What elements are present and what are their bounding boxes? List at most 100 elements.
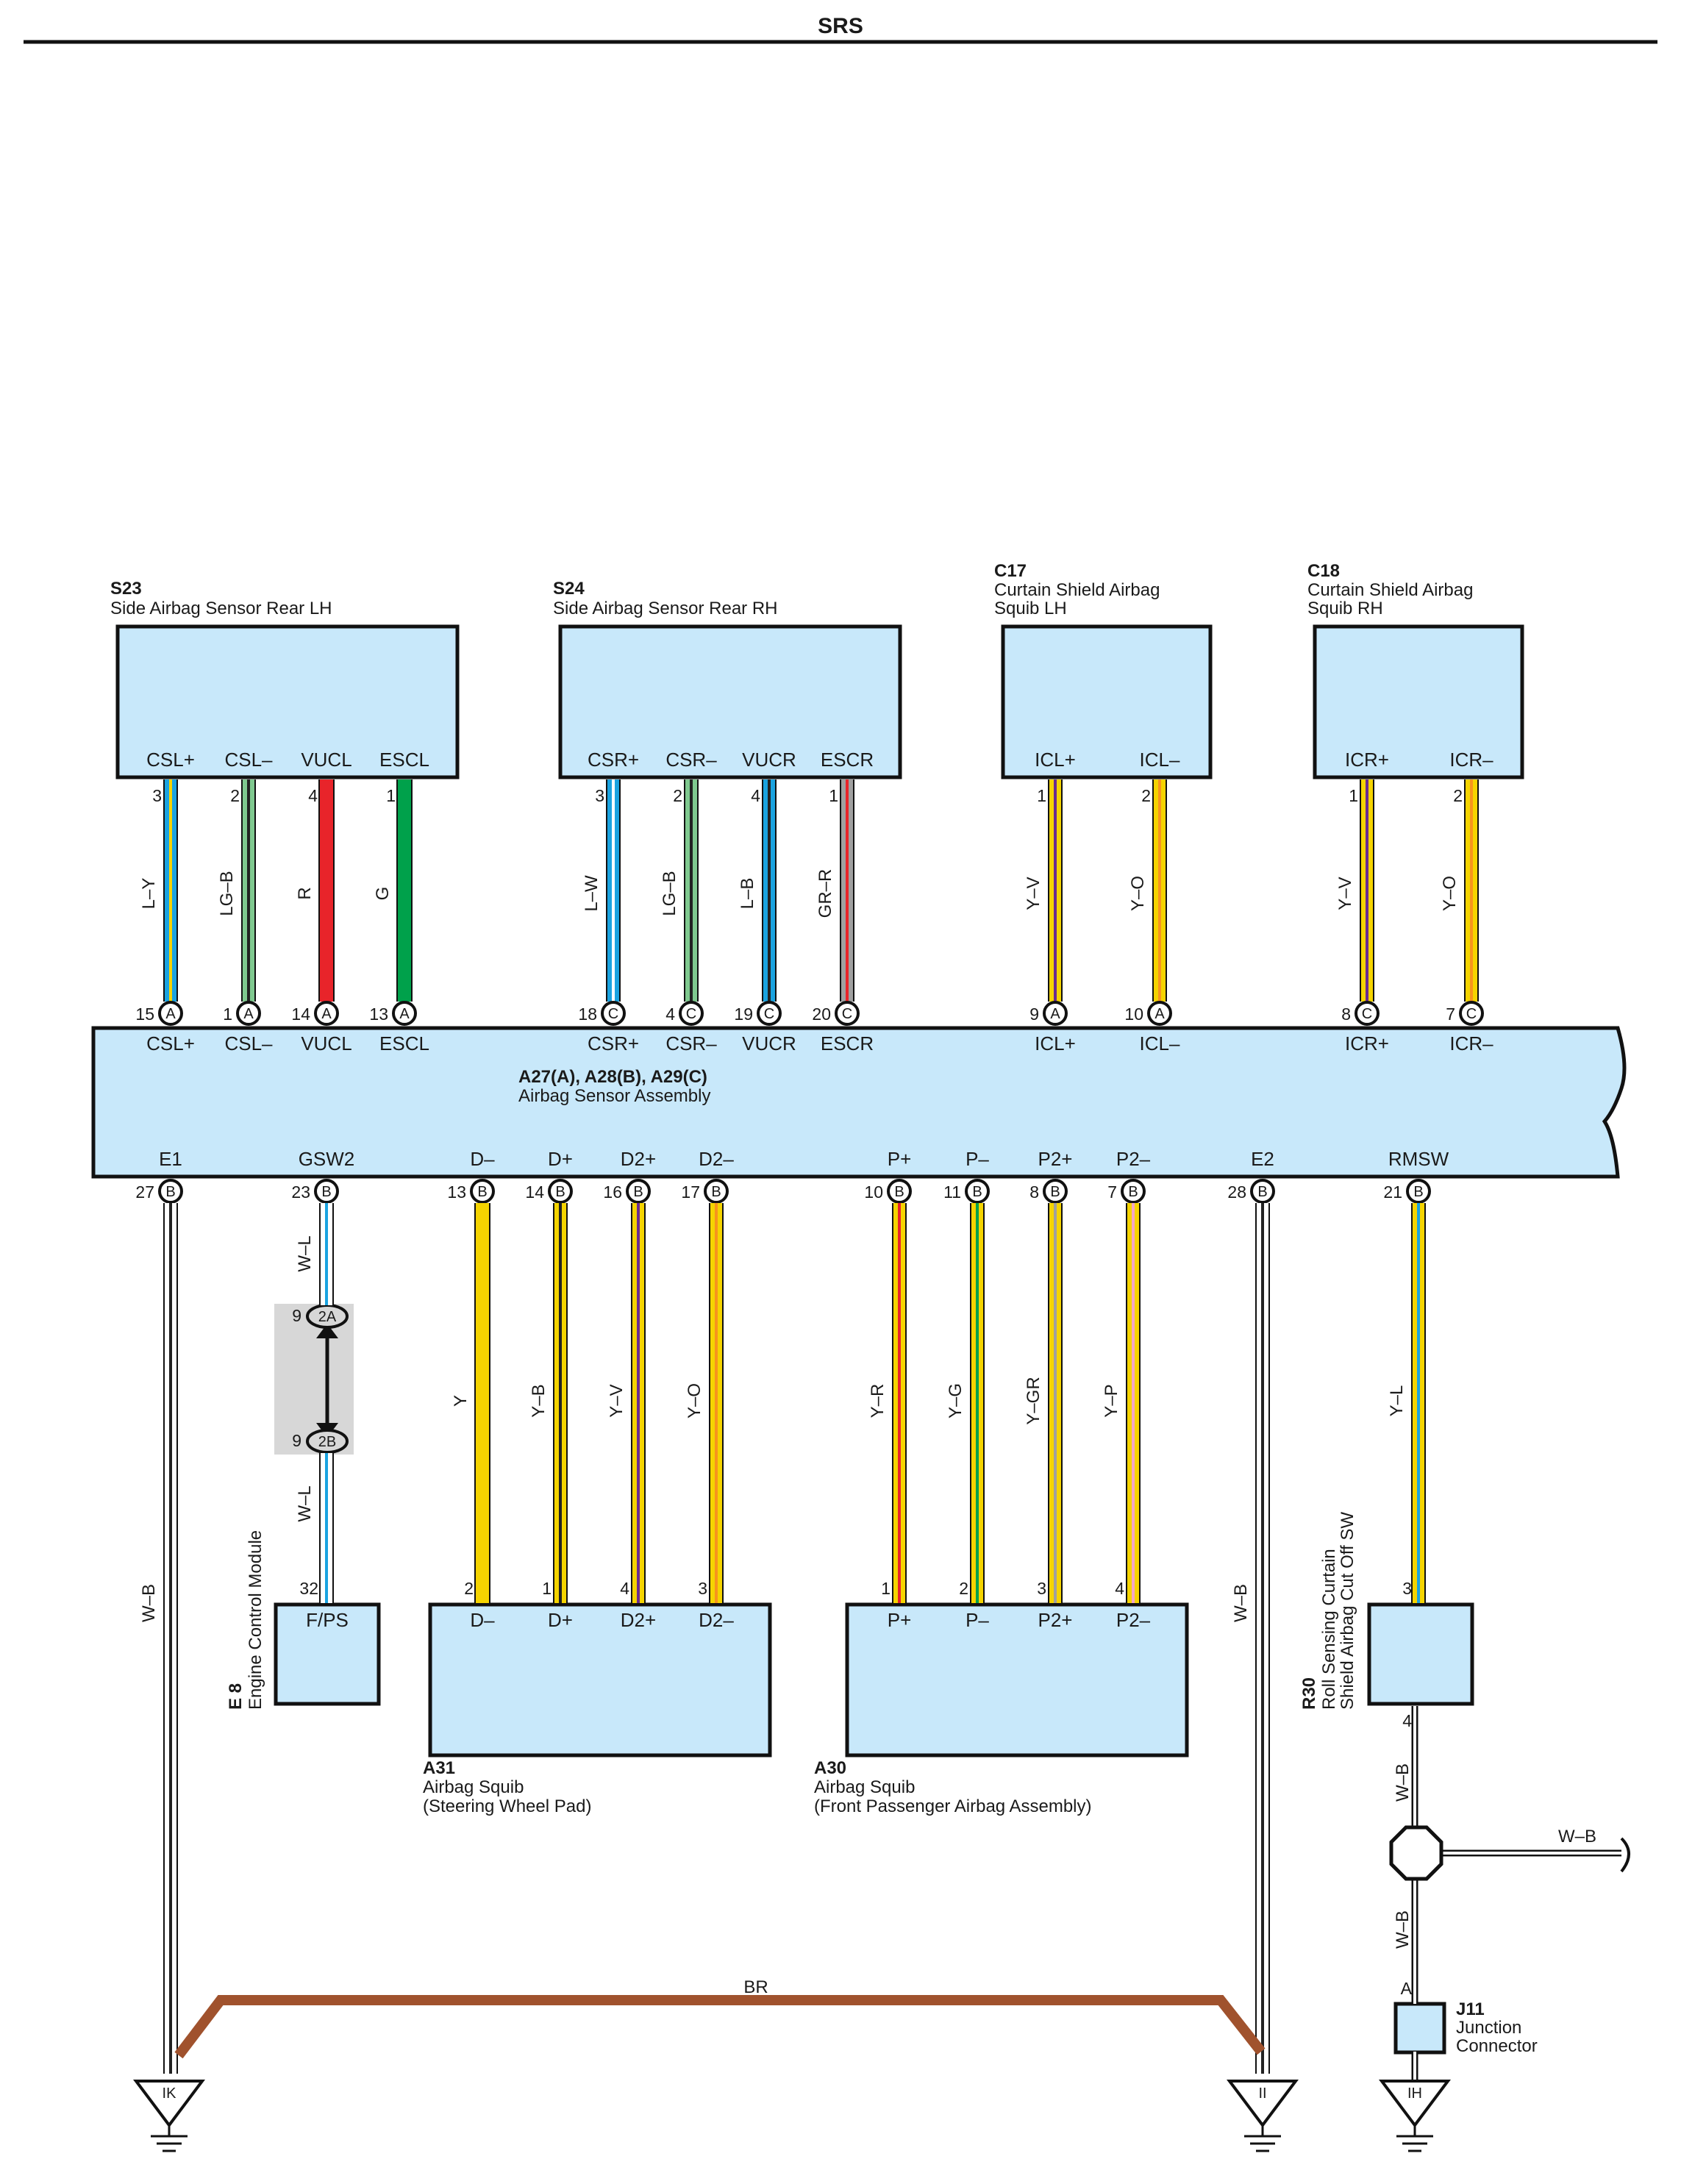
a31-pin-label-1: D+ [548, 1609, 573, 1631]
top-wire-1-color-code: LG–B [217, 871, 237, 916]
a30-pin-label-0: P+ [888, 1609, 912, 1631]
ground-ii: II [1227, 2080, 1299, 2152]
bottom-wire-8-color-code: Y–GR [1024, 1377, 1043, 1424]
e8-code: E 8 [226, 1683, 246, 1710]
top-wire-1-ecu-label: CSL– [224, 1032, 273, 1054]
a31-pin-label-0: D– [470, 1609, 495, 1631]
ground-ih: IH [1379, 2080, 1451, 2152]
c17-code: C17 [994, 561, 1027, 581]
bottom-wire-7-dest-pin: 2 [959, 1579, 968, 1598]
bottom-wire-7-color-code: Y–G [946, 1383, 966, 1418]
bottom-wire-4-conn-letter: B [633, 1184, 643, 1200]
bottom-wire-3-ecu-label: D+ [548, 1148, 573, 1170]
bottom-wire-6-conn-letter: B [894, 1184, 904, 1200]
a31-pin-label-2: D2+ [621, 1609, 656, 1631]
c18-name-line2: Squib RH [1307, 599, 1383, 618]
s24-code: S24 [553, 579, 585, 599]
s23-pin-label-2: VUCL [301, 749, 351, 771]
top-wire-10-color-code: Y–V [1335, 877, 1355, 910]
component-a31: A31 Airbag Squib (Steering Wheel Pad) [423, 1602, 772, 1816]
bottom-wire-10-ecu-pin: 28 [1227, 1182, 1246, 1202]
top-wire-6-sensor-pin: 4 [751, 786, 760, 805]
bottom-wire-5-conn-letter: B [711, 1184, 721, 1200]
top-wire-1-conn-letter: A [243, 1006, 254, 1022]
s24-pin-label-0: CSR+ [588, 749, 639, 771]
component-a30: A30 Airbag Squib (Front Passenger Airbag… [814, 1602, 1189, 1816]
bottom-wire-3-color-code: Y–B [529, 1384, 549, 1417]
s24-name: Side Airbag Sensor Rear RH [553, 599, 777, 618]
top-wire-4-conn-letter: C [608, 1006, 618, 1022]
top-wire-7-ecu-pin: 20 [812, 1004, 831, 1024]
bottom-wire-6-dest-pin: 1 [881, 1579, 891, 1598]
e8-pin-number: 32 [299, 1579, 318, 1598]
bottom-wire-8-ecu-label: P2+ [1038, 1148, 1073, 1170]
a30-name-line1: Airbag Squib [814, 1777, 915, 1797]
top-wire-5-ecu-label: CSR– [665, 1032, 717, 1054]
s23-name: Side Airbag Sensor Rear LH [110, 599, 332, 618]
bottom-wire-9-dest-pin: 4 [1115, 1579, 1124, 1598]
ground-ih-label: IH [1407, 2085, 1422, 2102]
e8-pin-label: F/PS [306, 1609, 349, 1631]
bottom-wire-2-color-code: Y [451, 1395, 471, 1407]
top-wire-4-color-code: L–W [582, 875, 602, 912]
c17-name-line1: Curtain Shield Airbag [994, 580, 1160, 600]
r30-bottom-pin: 4 [1402, 1711, 1412, 1730]
top-wire-8-ecu-pin: 9 [1029, 1004, 1039, 1024]
top-wire-9-color-code: Y–O [1128, 876, 1148, 911]
top-wire-2-ecu-label: VUCL [301, 1032, 351, 1054]
bottom-wire-0-ecu-label: E1 [159, 1148, 182, 1170]
top-wire-0-ecu-label: CSL+ [146, 1032, 195, 1054]
top-wire-5-sensor-pin: 2 [673, 786, 682, 805]
splice-point [1389, 1825, 1443, 1881]
top-wire-1-sensor-pin: 2 [230, 786, 240, 805]
bottom-wire-8-ecu-pin: 8 [1029, 1182, 1039, 1202]
bottom-wire-8-conn-letter: B [1050, 1184, 1060, 1200]
c18-pin-label-1: ICR– [1449, 749, 1493, 771]
e8-name: Engine Control Module [246, 1530, 265, 1710]
top-wire-7-conn-letter: C [842, 1006, 852, 1022]
top-wire-10-sensor-pin: 1 [1349, 786, 1358, 805]
bottom-wire-0-color-code: W–B [139, 1584, 159, 1622]
top-wire-6-conn-letter: C [764, 1006, 774, 1022]
a30-pin-label-3: P2– [1116, 1609, 1151, 1631]
r30-top-pin: 3 [1402, 1579, 1412, 1598]
junction-2a-2b: 2A 2B 9 9 [274, 1304, 354, 1455]
c17-pin-label-0: ICL+ [1035, 749, 1076, 771]
a31-name-line1: Airbag Squib [423, 1777, 524, 1797]
bottom-wire-6-color-code: Y–R [868, 1384, 888, 1418]
top-wire-4-ecu-label: CSR+ [588, 1032, 639, 1054]
bottom-wire-4-dest-pin: 4 [620, 1579, 629, 1598]
r30-name-line1: Roll Sensing Curtain [1319, 1549, 1339, 1710]
bottom-wire-3-conn-ring [548, 1179, 573, 1204]
s24-pin-label-3: ESCR [821, 749, 874, 771]
component-j11: A J11 Junction Connector [1393, 1979, 1538, 2056]
ground-ik: IK [133, 2080, 205, 2152]
a31-name-line2: (Steering Wheel Pad) [423, 1796, 591, 1816]
top-wire-2-ecu-pin: 14 [291, 1004, 310, 1024]
top-wire-9-sensor-pin: 2 [1141, 786, 1151, 805]
bottom-wire-5-color-code: Y–O [685, 1383, 704, 1418]
j11-code: J11 [1456, 1999, 1485, 2019]
s23-pin-label-3: ESCL [379, 749, 429, 771]
a30-pin-label-2: P2+ [1038, 1609, 1073, 1631]
c17-name-line2: Squib LH [994, 599, 1067, 618]
bottom-wire-4-ecu-pin: 16 [603, 1182, 622, 1202]
s23-pin-label-0: CSL+ [146, 749, 195, 771]
component-e8: F/PS 32 E 8 Engine Control Module [226, 1530, 381, 1710]
component-airbag-sensor-assembly: A27(A), A28(B), A29(C) Airbag Sensor Ass… [91, 1026, 1627, 1179]
bottom-wire-0-conn-letter: B [165, 1184, 175, 1200]
r30-down-label: W–B [1393, 1763, 1413, 1802]
bottom-wire-9-color-code: Y–P [1102, 1384, 1121, 1417]
bottom-wire-10-color-code: W–B [1231, 1584, 1251, 1622]
page-title: SRS [818, 14, 863, 38]
bottom-wire-8-dest-pin: 3 [1037, 1579, 1046, 1598]
bottom-wire-7-ecu-label: P– [966, 1148, 989, 1170]
bottom-wire-11-conn-ring [1406, 1179, 1431, 1204]
top-wire-9-conn-ring [1147, 1001, 1172, 1026]
s23-pin-label-1: CSL– [224, 749, 273, 771]
top-wire-0-sensor-pin: 3 [152, 786, 162, 805]
s24-pin-label-1: CSR– [665, 749, 717, 771]
bottom-wire-10-ecu-label: E2 [1251, 1148, 1274, 1170]
j11-pin: A [1401, 1979, 1413, 1998]
main-code: A27(A), A28(B), A29(C) [518, 1067, 707, 1087]
